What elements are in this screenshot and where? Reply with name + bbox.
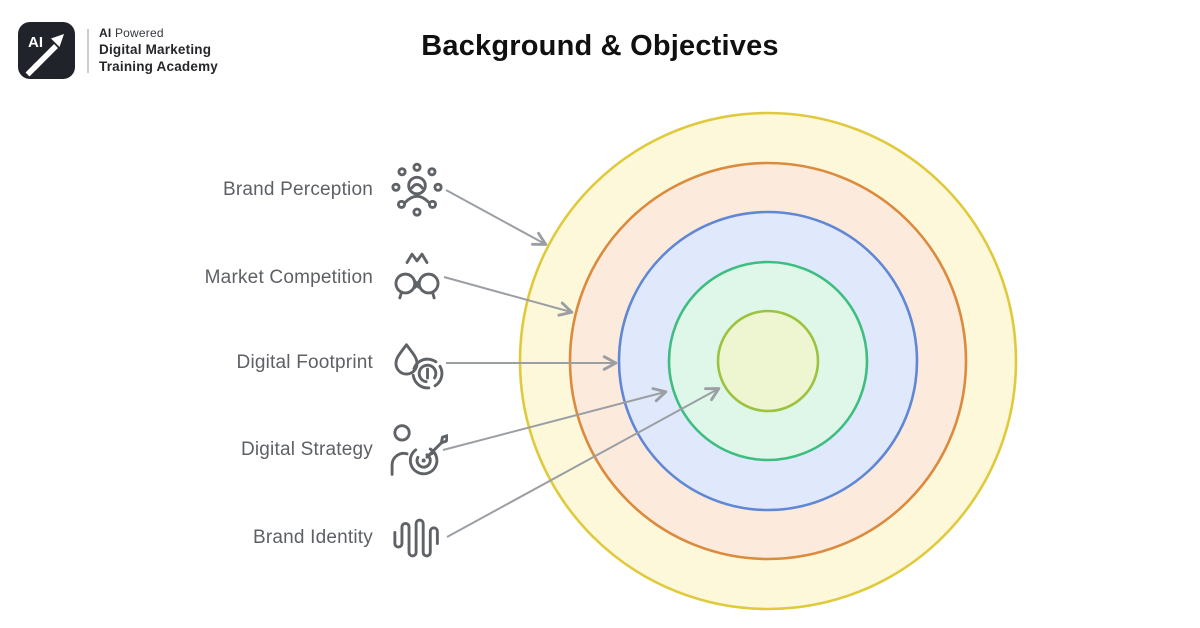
person-target-icon [390, 424, 448, 476]
legend-row-market-competition: Market Competition [100, 246, 448, 310]
arrow-digital-strategy [442, 387, 668, 451]
logo-divider [87, 28, 89, 73]
legend-label: Brand Perception [222, 179, 373, 200]
arrow-market-competition [443, 276, 574, 317]
drop-fingerprint-icon [394, 343, 444, 390]
legend-label: Market Competition [204, 267, 373, 288]
legend-row-digital-footprint: Digital Footprint [100, 331, 448, 395]
logo: AI AI Powered Digital Marketing Training… [18, 22, 218, 79]
legend-label: Brand Identity [252, 527, 373, 548]
logo-badge: AI [18, 22, 75, 79]
ring-brand-identity [716, 309, 820, 413]
legend-row-brand-identity: Brand Identity [100, 506, 448, 570]
arrow-brand-identity [446, 387, 721, 538]
waveform-icon [393, 518, 439, 558]
competitors-icon [394, 252, 440, 300]
legend-label: Digital Strategy [240, 439, 373, 460]
legend-row-digital-strategy: Digital Strategy [100, 418, 448, 482]
audience-network-icon [391, 162, 443, 217]
legend-row-brand-perception: Brand Perception [100, 158, 448, 222]
logo-badge-text: AI [28, 34, 43, 51]
page-title: Background & Objectives [421, 30, 779, 62]
trend-arrow-icon: AI [25, 34, 64, 77]
logo-name-line2: Training Academy [99, 59, 218, 74]
logo-text: AI Powered Digital Marketing Training Ac… [99, 26, 218, 75]
logo-tagline: AI Powered [99, 26, 164, 40]
logo-name-line1: Digital Marketing [99, 42, 212, 57]
arrow-brand-perception [445, 189, 548, 246]
legend-label: Digital Footprint [236, 352, 373, 373]
